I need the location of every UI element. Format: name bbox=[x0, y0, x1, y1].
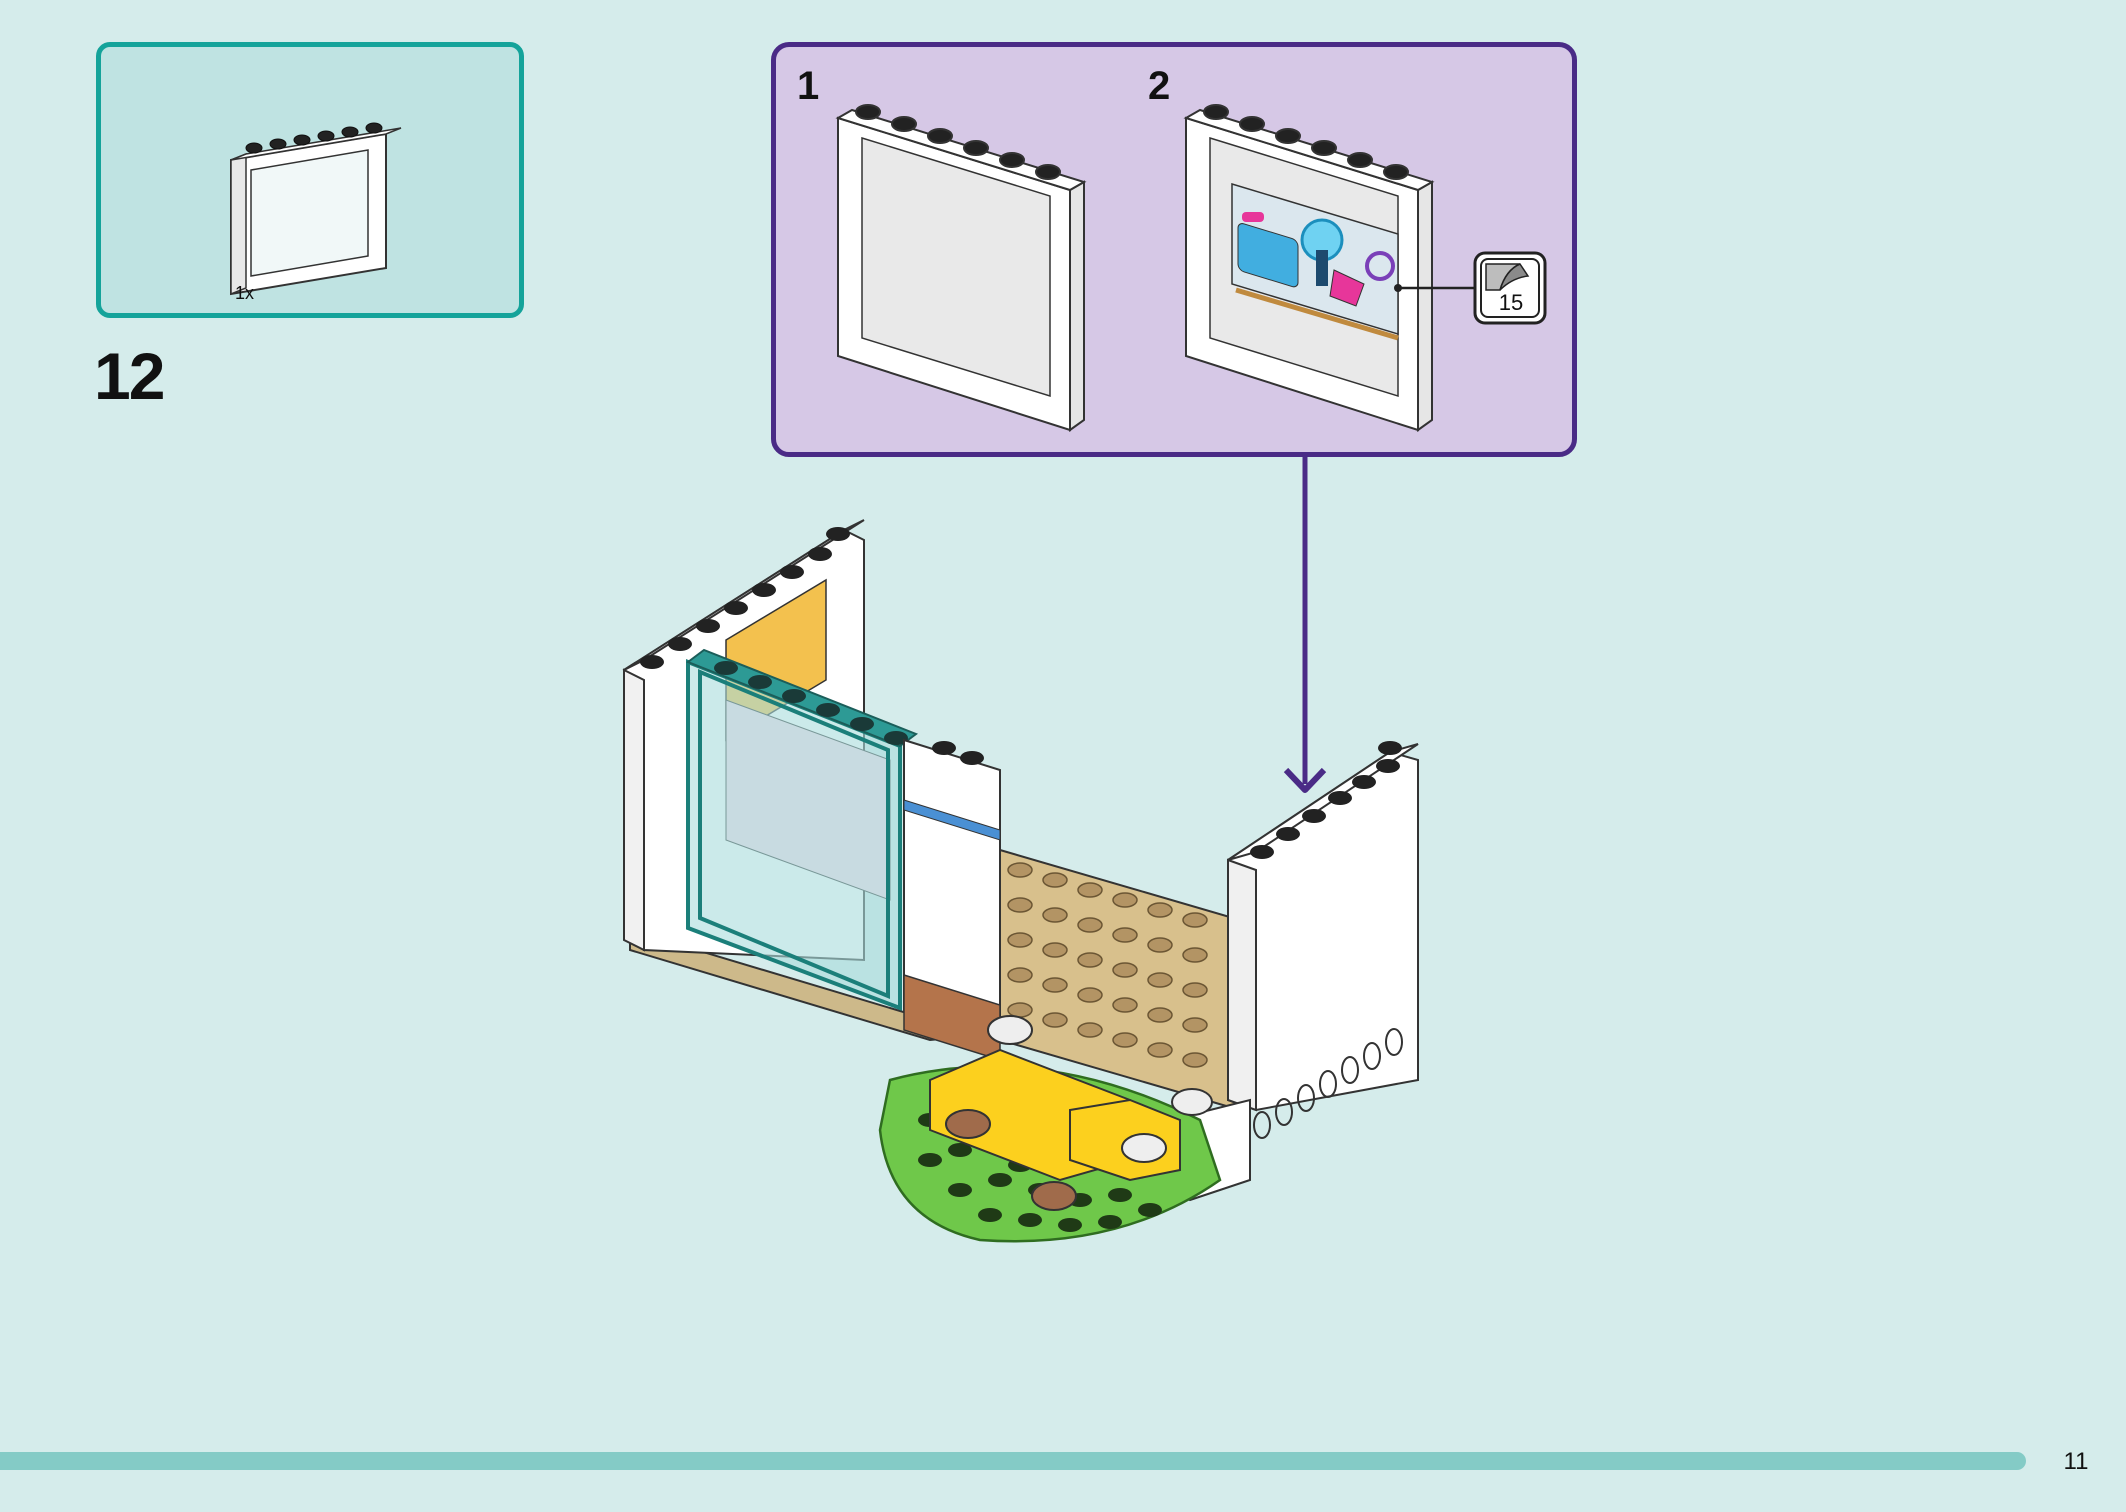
parts-callout: 1x bbox=[96, 42, 524, 318]
subassembly-callout bbox=[771, 42, 1577, 457]
panel-brick-icon bbox=[230, 122, 402, 296]
page-number: 11 bbox=[2063, 1448, 2089, 1475]
page-progress-bar bbox=[0, 1452, 2026, 1470]
sticker-icon bbox=[1473, 251, 1547, 325]
step-number: 12 bbox=[94, 339, 165, 413]
parts-quantity: 1x bbox=[235, 283, 255, 303]
substep-number-2: 2 bbox=[1148, 64, 1171, 108]
sticker-number: 15 bbox=[1498, 290, 1524, 315]
substep-number-1: 1 bbox=[797, 64, 820, 108]
